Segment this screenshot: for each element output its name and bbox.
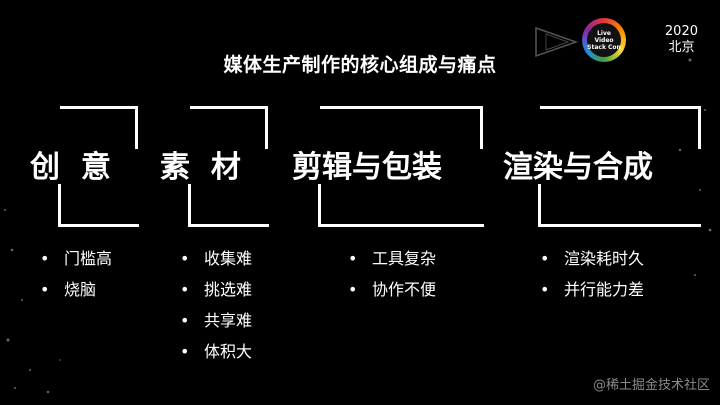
watermark: @稀土掘金技术社区 xyxy=(592,378,710,393)
frame-top-right-3 xyxy=(320,106,483,149)
event-city: 北京 xyxy=(668,40,695,55)
play-triangle-icon xyxy=(535,26,579,58)
bullet-icon: • xyxy=(40,280,50,299)
category-title-2: 素 材 xyxy=(160,150,241,185)
frame-top-right-2 xyxy=(190,106,268,149)
list-item: •共享难 xyxy=(180,305,252,336)
frame-top-right-1 xyxy=(60,106,138,149)
slide-title: 媒体生产制作的核心组成与痛点 xyxy=(223,54,497,76)
list-item: •门槛高 xyxy=(40,243,112,274)
bullet-icon: • xyxy=(40,249,50,268)
bullet-icon: • xyxy=(180,342,190,361)
bullet-icon: • xyxy=(540,249,550,268)
list-item: •并行能力差 xyxy=(540,274,644,305)
list-item: •渲染耗时久 xyxy=(540,243,644,274)
frame-bottom-left-4 xyxy=(538,184,701,227)
list-item: •收集难 xyxy=(180,243,252,274)
bullet-icon: • xyxy=(540,280,550,299)
category-title-4: 渲染与合成 xyxy=(503,150,653,185)
badge-line-1: Live Video xyxy=(594,29,614,44)
conference-badge: Live Video Stack Con xyxy=(582,18,626,62)
event-info: 2020 北京 xyxy=(665,24,698,56)
list-item: •挑选难 xyxy=(180,274,252,305)
list-item: •烧脑 xyxy=(40,274,112,305)
category-list-4: •渲染耗时久 •并行能力差 xyxy=(540,243,644,305)
category-list-1: •门槛高 •烧脑 xyxy=(40,243,112,305)
event-logo: Live Video Stack Con 2020 北京 xyxy=(532,12,702,68)
category-title-3: 剪辑与包装 xyxy=(292,150,442,185)
bullet-icon: • xyxy=(180,280,190,299)
category-list-2: •收集难 •挑选难 •共享难 •体积大 xyxy=(180,243,252,367)
list-item: •工具复杂 xyxy=(348,243,436,274)
list-item: •协作不便 xyxy=(348,274,436,305)
list-item: •体积大 xyxy=(180,336,252,367)
bullet-icon: • xyxy=(180,249,190,268)
category-list-3: •工具复杂 •协作不便 xyxy=(348,243,436,305)
event-year: 2020 xyxy=(664,24,698,39)
frame-bottom-left-2 xyxy=(188,184,269,227)
category-title-1: 创 意 xyxy=(30,150,111,185)
bullet-icon: • xyxy=(348,249,358,268)
frame-top-right-4 xyxy=(540,106,701,149)
bullet-icon: • xyxy=(348,280,358,299)
frame-bottom-left-3 xyxy=(318,184,484,227)
bullet-icon: • xyxy=(180,311,190,330)
badge-line-2: Stack Con xyxy=(587,43,621,51)
frame-bottom-left-1 xyxy=(58,184,139,227)
